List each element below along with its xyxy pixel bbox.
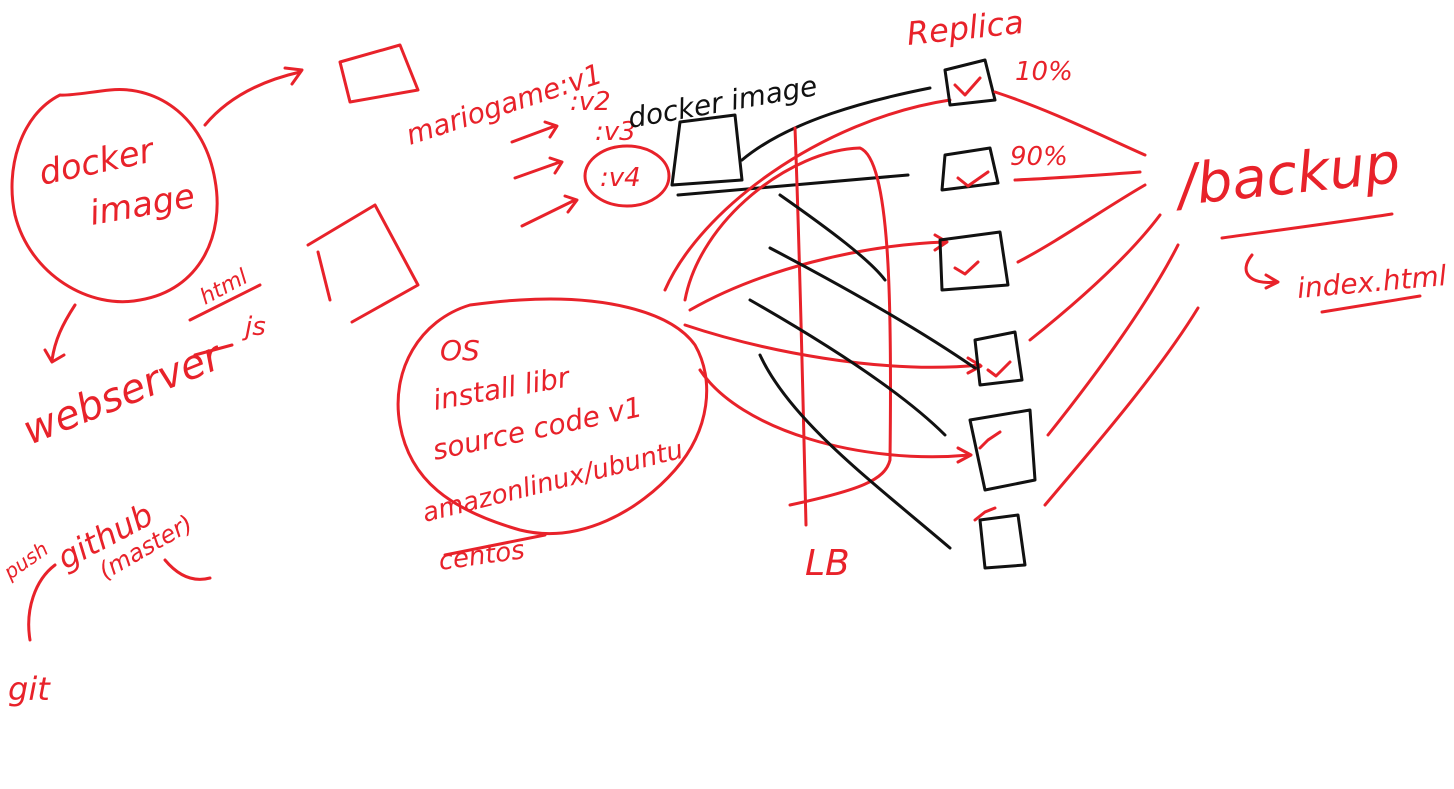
check-6: [973, 506, 997, 522]
replica-box-4: [973, 330, 1024, 387]
lb-diagonal-2: [768, 246, 977, 370]
arrow-to-webserver-head: [43, 348, 66, 364]
html-underline: [188, 283, 262, 322]
hub-arrow-2: [688, 240, 947, 312]
webserver-label: webserver: [17, 332, 231, 454]
docker-image-line-1: [740, 86, 932, 162]
master-brace: [163, 558, 212, 581]
git-label: git: [8, 670, 51, 708]
replica-box-5: [968, 408, 1037, 492]
lb-diagonal-4: [758, 353, 952, 550]
js-label: js: [242, 312, 266, 342]
pct-10-label: 10%: [1015, 57, 1073, 87]
backup-link-1: [993, 90, 1147, 157]
hub-arrow-3: [683, 323, 982, 369]
check-4: [986, 360, 1012, 378]
docker-image-circle: [10, 88, 219, 304]
backup-link-5: [1046, 243, 1180, 437]
version-arrow-2: [513, 156, 564, 180]
webserver-box: [306, 203, 420, 324]
backup-link-6: [1043, 306, 1200, 507]
docker-image-line-2: [676, 173, 910, 197]
js-dash: [193, 343, 234, 357]
lb-label: LB: [805, 543, 850, 584]
replica-label: Replica: [905, 3, 1026, 53]
hub-arrow-4: [698, 368, 972, 459]
backup-label: /backup: [1170, 131, 1404, 219]
hub-arrow-head-3: [956, 446, 973, 464]
backup-link-4: [1028, 213, 1162, 342]
pct-90-label: 90%: [1010, 142, 1068, 172]
v3-label: :v3: [595, 117, 636, 147]
arrow-to-image-box: [203, 70, 302, 127]
hub-loop: [683, 146, 893, 507]
webserver-box-side: [316, 250, 332, 302]
backup-link-2: [1013, 170, 1142, 182]
docker-image-handwritten: docker image: [625, 69, 819, 135]
check-1: [953, 76, 982, 97]
os-line-1: OS: [440, 334, 480, 367]
docker-image-box: [670, 113, 744, 187]
image-box-top: [338, 43, 420, 104]
index-html-underline: [1320, 294, 1422, 314]
check-2: [956, 170, 990, 188]
replica-box-6: [978, 513, 1027, 570]
v4-label: :v4: [600, 163, 641, 193]
docker-image-label-line2: image: [87, 176, 198, 234]
arrow-to-image-box-head: [283, 66, 304, 86]
check-3: [953, 260, 980, 276]
v2-label: :v2: [570, 87, 611, 117]
index-html-label: index.html: [1296, 259, 1448, 305]
v4-circle: [583, 144, 671, 208]
arrow-to-webserver: [50, 303, 77, 362]
hub-arrow-1: [663, 98, 952, 292]
centos-strike: [443, 533, 547, 557]
version-arrow-3: [520, 194, 579, 228]
check-5: [978, 430, 1002, 450]
lb-diagonal-3: [748, 298, 947, 437]
os-bubble: [396, 297, 709, 535]
backup-link-3: [1016, 183, 1147, 264]
replica-box-1: [943, 58, 997, 107]
backup-underline: [1220, 212, 1394, 240]
replica-box-2: [940, 146, 1000, 192]
lb-diagonal-1: [778, 193, 887, 282]
git-arrow: [27, 563, 57, 642]
replica-box-3: [938, 230, 1010, 292]
hub-arrow-head-2: [966, 356, 983, 375]
version-arrow-1: [510, 120, 559, 144]
index-arrow: [1244, 253, 1280, 290]
